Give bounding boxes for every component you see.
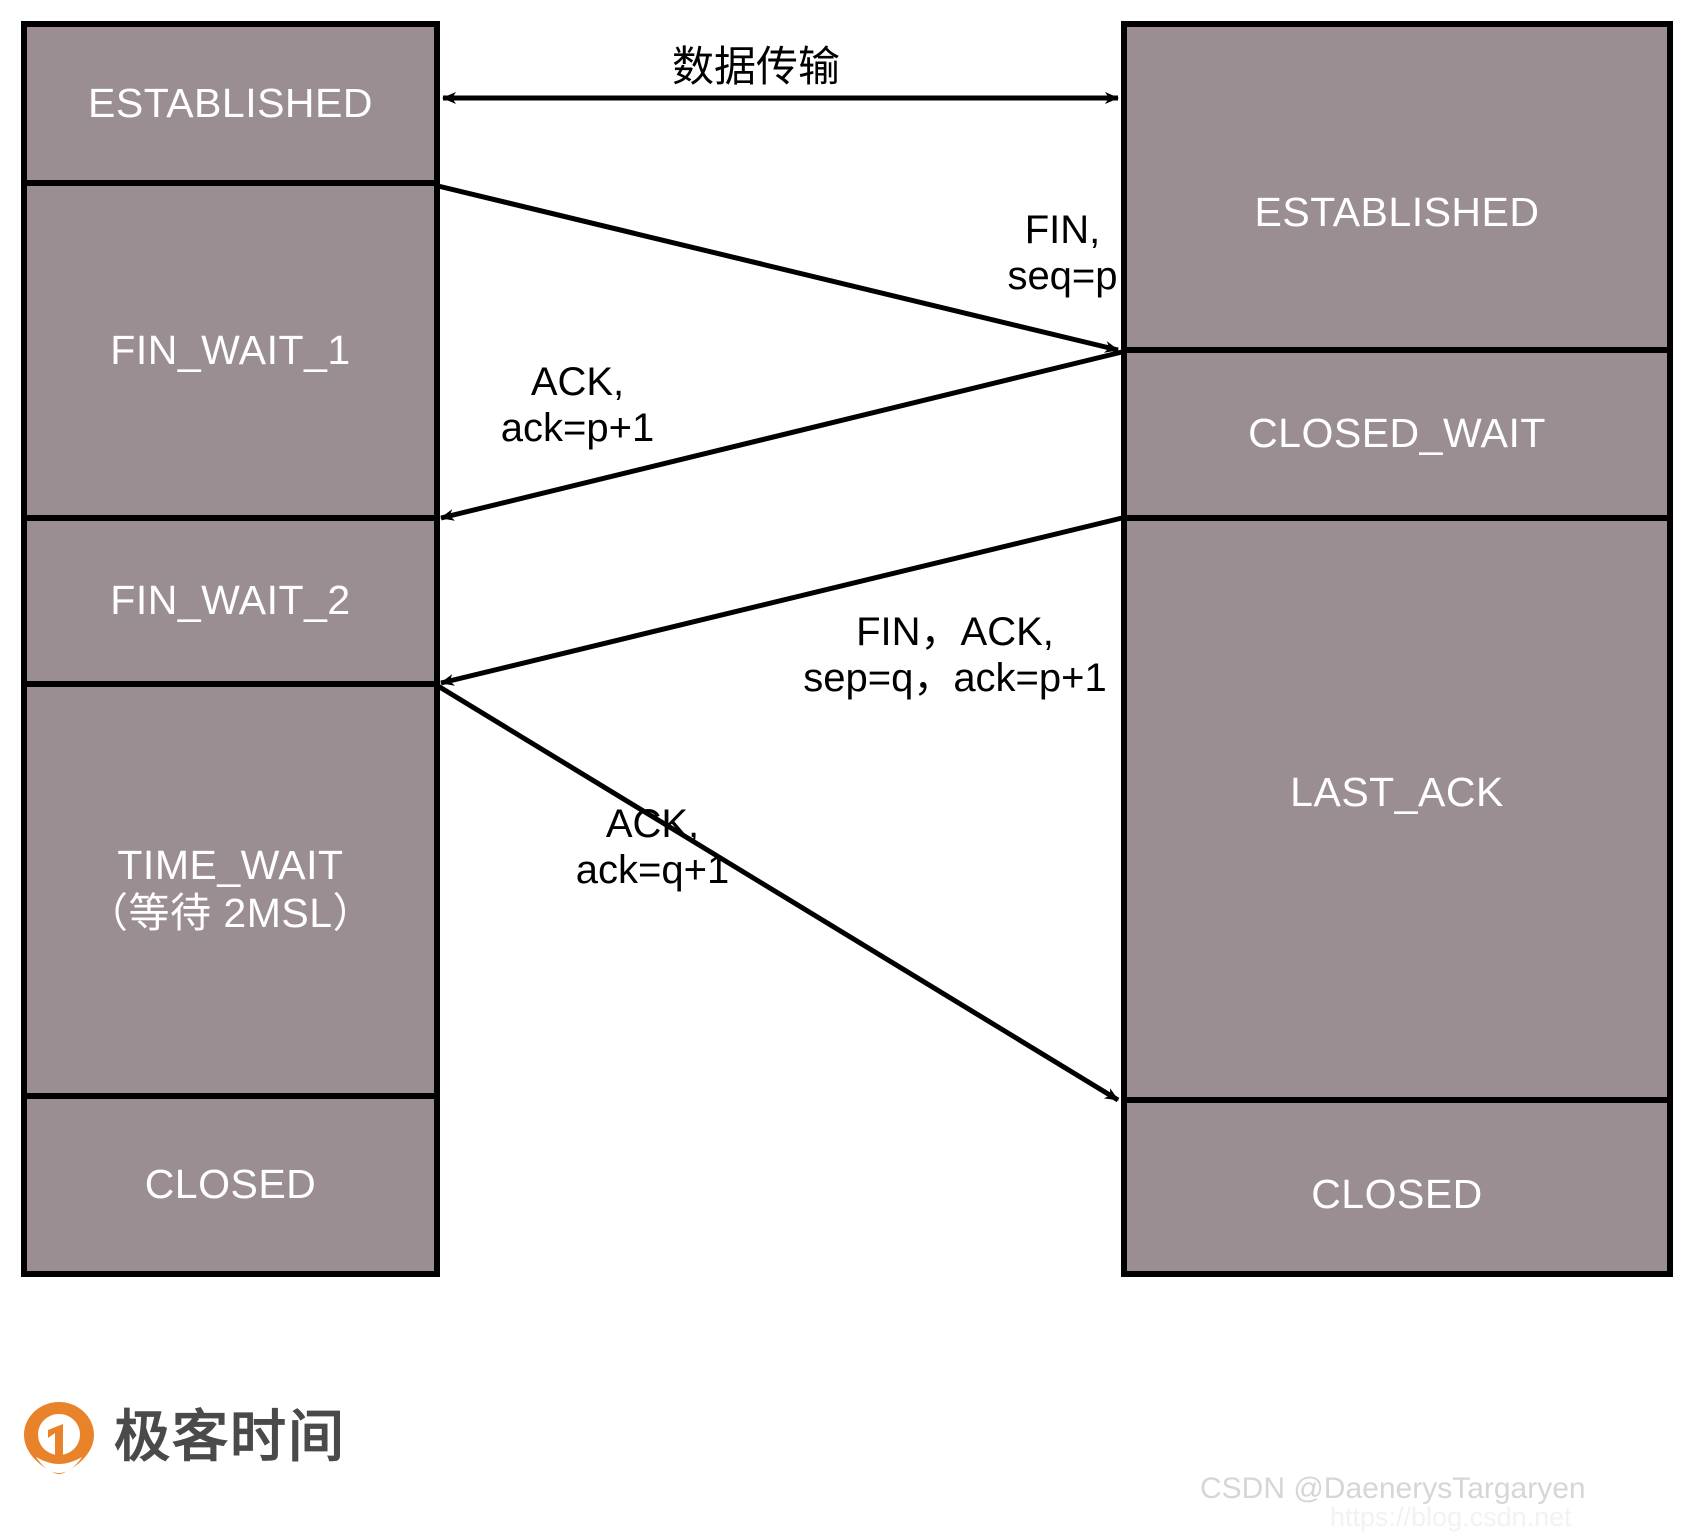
csdn-credit-watermark: CSDN @DaenerysTargaryen — [1200, 1472, 1586, 1505]
label-ack-p-plus-1: ACK, ack=p+1 — [500, 360, 655, 450]
state-label: CLOSED — [1311, 1171, 1483, 1218]
state-label: ESTABLISHED — [88, 79, 373, 126]
state-client-established: ESTABLISHED — [24, 24, 437, 183]
state-client-fin-wait-2: FIN_WAIT_2 — [24, 518, 437, 684]
label-fin-seq-p: FIN, seq=p — [1007, 208, 1118, 298]
arrow-fin-seq-p — [437, 183, 1119, 353]
state-server-closed-wait: CLOSED_WAIT — [1124, 350, 1670, 518]
label-data-transmission: 数据传输 — [672, 43, 841, 90]
arrow-ack-p-plus-1 — [440, 349, 1123, 521]
arrow-ack-q-plus-1 — [436, 683, 1120, 1103]
state-label: FIN_WAIT_2 — [110, 577, 351, 624]
state-label: LAST_ACK — [1290, 769, 1504, 816]
label-ack-q-plus-1: ACK, ack=q+1 — [575, 802, 730, 892]
state-server-established: ESTABLISHED — [1124, 24, 1670, 350]
state-server-closed: CLOSED — [1124, 1100, 1670, 1274]
state-label: CLOSED — [144, 1161, 317, 1208]
state-client-closed: CLOSED — [24, 1096, 437, 1274]
state-label: FIN_WAIT_1 — [110, 326, 351, 373]
state-client-fin-wait-1: FIN_WAIT_1 — [24, 183, 437, 518]
csdn-url-watermark: https://blog.csdn.net — [1330, 1502, 1572, 1532]
label-fin-ack-sep-q: FIN，ACK, sep=q，ack=p+1 — [803, 610, 1107, 700]
state-label: TIME_WAIT （等待 2MSL） — [87, 842, 374, 936]
geektime-wordmark: 极客时间 — [114, 1405, 346, 1470]
arrow-fin-ack-sep-q — [440, 515, 1123, 686]
state-label: ESTABLISHED — [1254, 189, 1540, 236]
state-label: CLOSED_WAIT — [1248, 410, 1546, 457]
geektime-pin-icon — [22, 1400, 96, 1476]
state-client-time-wait: TIME_WAIT （等待 2MSL） — [24, 684, 437, 1096]
geektime-logo: 极客时间 — [22, 1400, 346, 1476]
state-server-last-ack: LAST_ACK — [1124, 518, 1670, 1100]
